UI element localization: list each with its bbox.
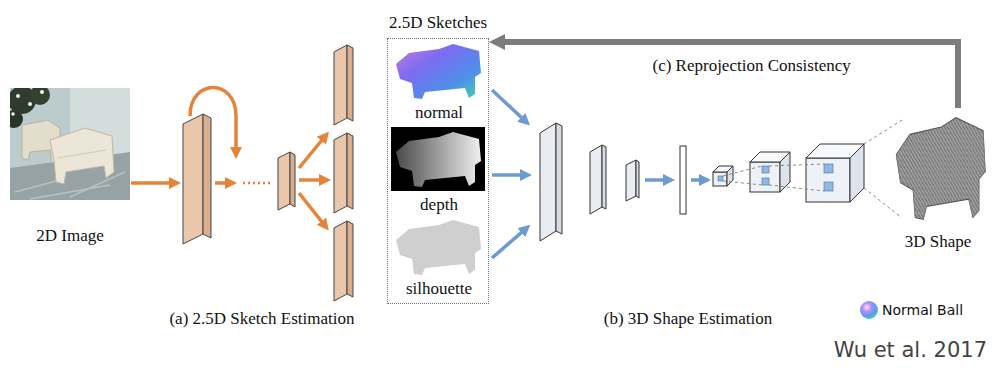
photo-chair bbox=[50, 128, 114, 184]
sketch-panel: silhouette bbox=[392, 217, 486, 301]
voxel-cell bbox=[718, 176, 723, 181]
voxel-cell bbox=[762, 166, 769, 173]
group-heading: 2.5D Sketches bbox=[388, 13, 488, 33]
panel-label: silhouette bbox=[406, 279, 472, 299]
layer-slab bbox=[347, 45, 353, 121]
depth-map bbox=[391, 127, 485, 191]
citation: Wu et al. 2017 bbox=[834, 338, 987, 362]
voxel-cell bbox=[824, 182, 833, 191]
upsample-line bbox=[723, 120, 902, 218]
panel-label: 3D Shape bbox=[905, 232, 972, 252]
flow-arrow bbox=[215, 181, 226, 185]
photo-plant bbox=[30, 88, 50, 105]
voxel-cube bbox=[850, 144, 864, 202]
flow-arrow bbox=[492, 90, 522, 118]
photo-plant bbox=[10, 110, 23, 128]
legend-text: Normal Ball bbox=[882, 302, 963, 318]
flow-arrow bbox=[492, 173, 521, 177]
flow-arrow bbox=[645, 178, 664, 182]
layer-slab bbox=[556, 123, 562, 234]
normal-map bbox=[396, 44, 481, 99]
photo-flower bbox=[28, 102, 32, 106]
photo-flower bbox=[40, 90, 44, 94]
depth-map bbox=[396, 132, 481, 187]
flow-arrow bbox=[299, 193, 322, 222]
photo-flower bbox=[16, 94, 20, 98]
flow-arrow bbox=[299, 178, 320, 182]
layer-slab bbox=[334, 45, 347, 125]
shape-panel: 3D Shape bbox=[888, 108, 988, 254]
panel-label: normal bbox=[415, 103, 463, 123]
layer-slab bbox=[347, 221, 353, 297]
photo-chair bbox=[58, 150, 106, 158]
layer-slab bbox=[636, 160, 639, 198]
image-panel: 2D Image bbox=[10, 88, 130, 248]
layer-slab bbox=[540, 123, 556, 241]
panel-label: 2D Image bbox=[36, 226, 104, 246]
flow-arrow bbox=[299, 140, 322, 168]
sketch-panel: normal bbox=[392, 41, 486, 125]
voxel-cube bbox=[750, 162, 780, 192]
stage-caption: (a) 2.5D Sketch Estimation bbox=[169, 309, 354, 329]
panel-label: depth bbox=[420, 195, 458, 215]
voxel-cell bbox=[824, 164, 833, 173]
feedback-arrow bbox=[505, 42, 958, 108]
mesh-chair bbox=[896, 118, 985, 220]
layer-slab bbox=[347, 133, 353, 209]
voxel-cell bbox=[762, 178, 769, 185]
photo-flower bbox=[11, 112, 15, 116]
layer-slab bbox=[590, 145, 602, 214]
voxel-cube bbox=[713, 172, 727, 186]
layer-slab bbox=[334, 221, 347, 301]
layer-slab bbox=[183, 114, 203, 244]
edge-label: (c) Reprojection Consistency bbox=[650, 56, 852, 76]
layer-slab bbox=[290, 152, 295, 207]
skip-arrow bbox=[190, 88, 236, 149]
silhouette-map bbox=[396, 220, 481, 275]
layer-slab bbox=[626, 160, 636, 201]
stage-caption: (b) 3D Shape Estimation bbox=[604, 309, 773, 329]
flow-arrow bbox=[131, 181, 170, 185]
dotted-link bbox=[243, 182, 273, 185]
layer-slab bbox=[278, 152, 290, 210]
flow-arrow bbox=[492, 232, 522, 258]
flow-arrow bbox=[691, 178, 700, 182]
vector-bar bbox=[680, 146, 686, 214]
layer-slab bbox=[203, 114, 211, 238]
layer-slab bbox=[334, 133, 347, 213]
layer-slab bbox=[602, 145, 606, 209]
normal-ball bbox=[860, 301, 878, 319]
legend-row: Normal Ball bbox=[859, 300, 963, 320]
legend-swatch bbox=[859, 300, 879, 320]
photo bbox=[10, 88, 130, 200]
sketch-group: 2.5D Sketchesnormaldepthsilhouette bbox=[387, 38, 489, 304]
voxel-cube bbox=[727, 166, 733, 186]
sketch-panel: depth bbox=[392, 127, 486, 217]
